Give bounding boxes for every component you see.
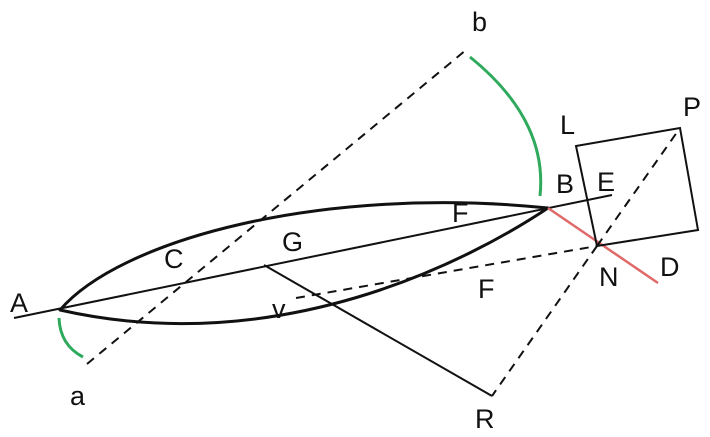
label-F-upper: F bbox=[452, 198, 469, 228]
arc-b-to-B bbox=[469, 55, 543, 197]
label-R: R bbox=[475, 404, 495, 434]
label-B: B bbox=[556, 169, 574, 199]
dashed-line-v-N bbox=[295, 245, 598, 299]
label-C: C bbox=[164, 244, 184, 274]
label-N: N bbox=[599, 262, 619, 292]
line-G-R bbox=[263, 264, 493, 397]
dashed-line-N-P bbox=[596, 127, 681, 247]
arc-A-to-a bbox=[57, 317, 84, 359]
label-L: L bbox=[560, 110, 575, 140]
label-v: v bbox=[272, 294, 286, 324]
label-G: G bbox=[282, 227, 303, 257]
conjugate-diameter-dashed bbox=[86, 49, 467, 365]
label-E: E bbox=[597, 167, 615, 197]
label-D: D bbox=[660, 252, 680, 282]
square-LP bbox=[574, 126, 700, 248]
ellipse-curve bbox=[58, 201, 550, 326]
label-b: b bbox=[472, 7, 487, 37]
label-P: P bbox=[683, 92, 701, 122]
dashed-line-N-R bbox=[491, 245, 598, 397]
label-A: A bbox=[10, 288, 28, 318]
label-F-lower: F bbox=[478, 274, 495, 304]
label-a: a bbox=[70, 381, 86, 411]
major-axis-line bbox=[13, 194, 613, 319]
